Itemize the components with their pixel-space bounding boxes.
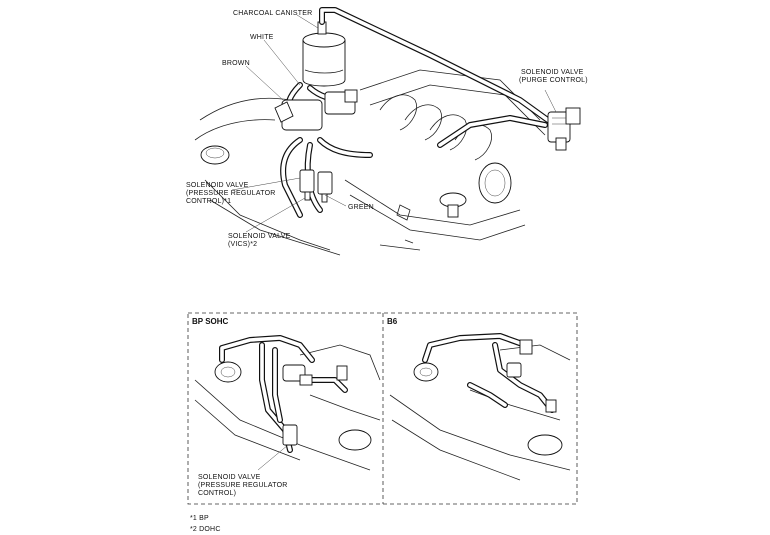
label-prc-solenoid-2: (PRESSURE REGULATOR [186,190,276,197]
prc-vics-solenoid-valves [299,169,333,203]
label-vics-solenoid-1: SOLENOID VALVE [228,233,291,240]
inset-frame [187,312,578,505]
footnote-2: *2 DOHC [190,526,221,533]
purge-control-solenoid-valve [547,107,581,151]
inset-b6-title: B6 [387,317,398,326]
charcoal-canister [302,21,346,87]
label-prc-solenoid-3: CONTROL)*1 [186,198,231,205]
label-purge-solenoid-2: (PURGE CONTROL) [519,77,588,84]
inset-b6: B6 [387,317,571,481]
label-brown: BROWN [222,60,250,67]
inset-bp-sohc: BP SOHC SOLENOID VALVE (PRESSURE REGULAT… [192,317,381,497]
label-prc-solenoid-1: SOLENOID VALVE [186,182,249,189]
label-green: GREEN [348,204,374,211]
label-white: WHITE [250,34,274,41]
label-vics-solenoid-2: (VICS)*2 [228,241,257,248]
inset-bp-sohc-title: BP SOHC [192,317,229,326]
inset-bp-label-2: (PRESSURE REGULATOR [198,482,288,489]
main-leader-lines [231,14,557,233]
inset-bp-label-1: SOLENOID VALVE [198,474,261,481]
label-charcoal-canister: CHARCOAL CANISTER [233,10,312,17]
label-purge-solenoid-1: SOLENOID VALVE [521,69,584,76]
main-engine-illustration [194,69,546,256]
purge-hose [319,7,558,148]
footnote-1: *1 BP [190,515,209,522]
inset-bp-label-3: CONTROL) [198,490,236,497]
